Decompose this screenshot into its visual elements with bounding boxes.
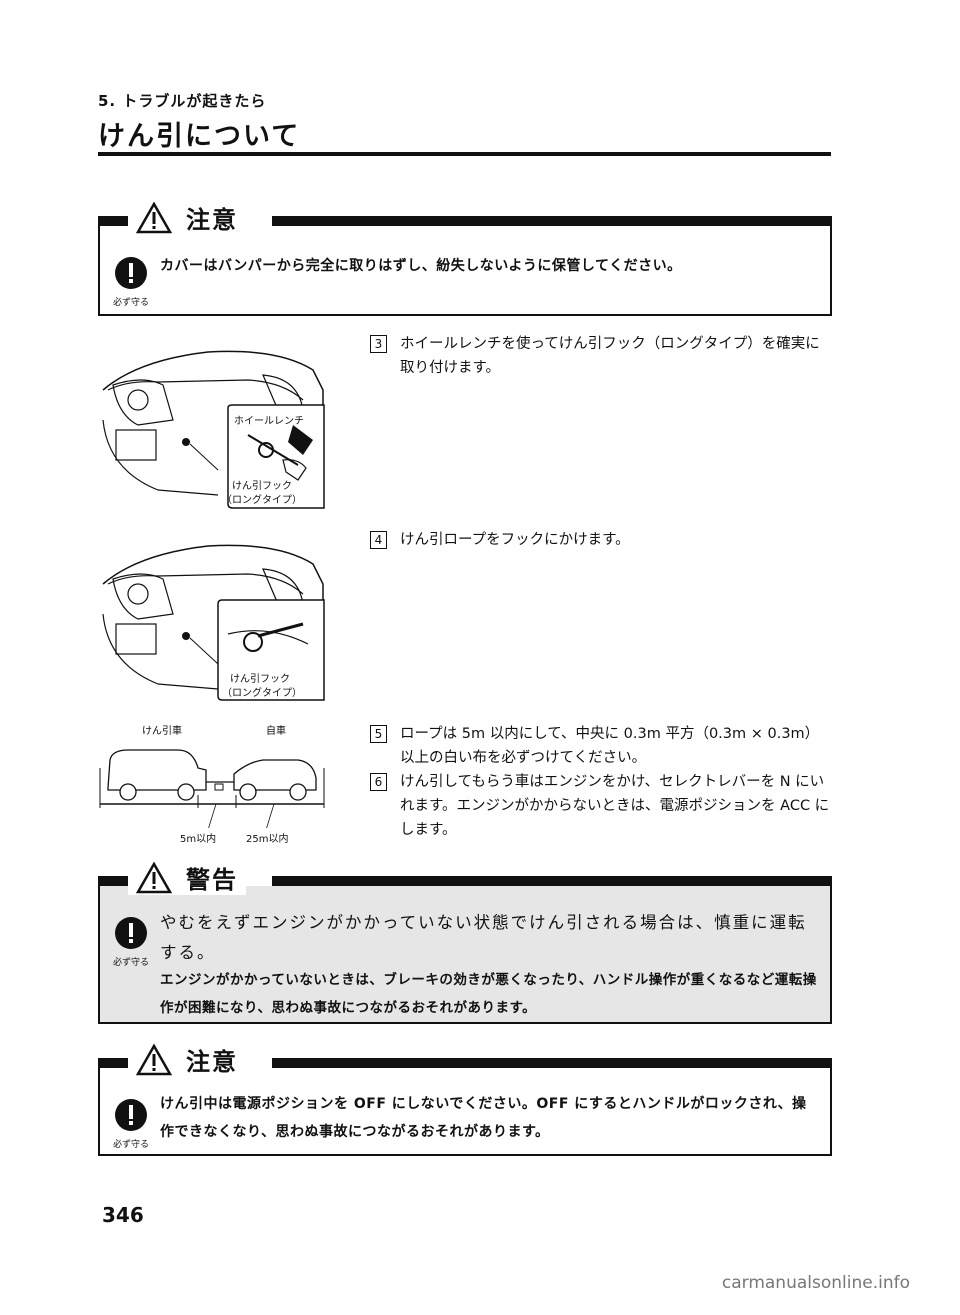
own-car-label: 自車 <box>266 726 286 737</box>
warning-box: 警告 必ず守る やむをえずエンジンがかかっていない状態でけん引される場合は、慎重… <box>98 860 832 1024</box>
warning-header: 警告 <box>128 860 246 895</box>
caution-text-2: けん引中は電源ポジションを OFF にしないでください。OFF にするとハンドル… <box>160 1096 807 1140</box>
caution-header-2: 注意 <box>128 1042 246 1077</box>
hook-label-2b: （ロングタイプ） <box>222 688 302 699</box>
must-follow-badge: 必ず守る <box>108 916 154 968</box>
figure-wheel-wrench <box>102 350 325 509</box>
figure-rope-hook <box>102 544 325 701</box>
exclamation-circle-icon <box>115 257 147 289</box>
warning-triangle-icon <box>136 861 172 893</box>
step-3: 3 ホイールレンチを使ってけん引フック（ロングタイプ）を確実に取り付けます。 <box>370 332 830 380</box>
must-follow-badge: 必ず守る <box>108 1098 154 1150</box>
distance-label-25m: 25m以内 <box>246 834 289 845</box>
exclamation-circle-icon <box>115 1099 147 1131</box>
towing-car-label: けん引車 <box>142 726 182 737</box>
caution-box-2: 注意 必ず守る けん引中は電源ポジションを OFF にしないでください。OFF … <box>98 1042 832 1156</box>
warning-sub-text: エンジンがかかっていないときは、ブレーキの効きが悪くなったり、ハンドル操作が重く… <box>160 972 817 1016</box>
figure-tow-distance <box>99 749 325 828</box>
caution-header-1: 注意 <box>128 200 246 235</box>
warning-triangle-icon <box>136 1043 172 1075</box>
page-title: けん引について <box>98 121 301 152</box>
step-4: 4 けん引ロープをフックにかけます。 <box>370 528 830 552</box>
page-number: 346 <box>102 1203 144 1227</box>
caution-text-1: カバーはバンパーから完全に取りはずし、紛失しないように保管してください。 <box>160 258 682 274</box>
watermark: carmanualsonline.info <box>721 1273 910 1293</box>
warning-main-text: やむをえずエンジンがかかっていない状態でけん引される場合は、慎重に運転する。 <box>160 913 807 962</box>
hook-label-1: けん引フック <box>232 481 292 492</box>
warning-triangle-icon <box>136 201 172 233</box>
caution-label: 注意 <box>186 206 238 234</box>
hook-label-1b: （ロングタイプ） <box>222 495 302 506</box>
step-6: 6 けん引してもらう車はエンジンをかけ、セレクトレバーを N にいれます。エンジ… <box>370 770 830 842</box>
section-label: 5. トラブルが起きたら <box>98 92 267 110</box>
caution-label: 注意 <box>186 1048 238 1076</box>
caution-box-1: 注意 必ず守る カバーはバンパーから完全に取りはずし、紛失しないように保管してく… <box>98 200 832 316</box>
must-follow-badge: 必ず守る <box>108 256 154 308</box>
exclamation-circle-icon <box>115 917 147 949</box>
step-5: 5 ロープは 5m 以内にして、中央に 0.3m 平方（0.3m × 0.3m）… <box>370 722 830 770</box>
wrench-label: ホイールレンチ <box>234 416 304 427</box>
distance-label-5m: 5m以内 <box>180 834 217 845</box>
title-rule <box>98 152 831 156</box>
warning-label: 警告 <box>186 866 238 894</box>
hook-label-2: けん引フック <box>230 674 290 685</box>
